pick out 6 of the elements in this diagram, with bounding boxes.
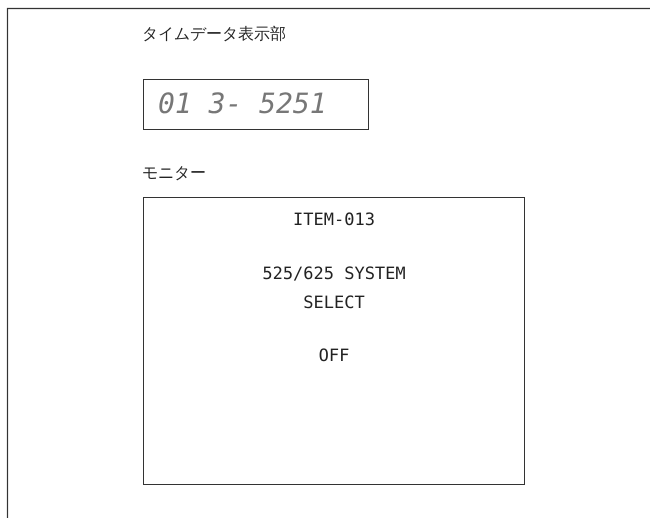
section-heading: モニター <box>142 163 206 184</box>
time-display: 01 3- 5251 <box>143 79 369 130</box>
section-heading: タイムデータ表示部 <box>142 24 286 45</box>
menu-text: ITEM-013 <box>292 209 376 232</box>
menu-text: OFF <box>318 345 350 368</box>
menu-text: 525/625 SYSTEM SELECT <box>261 263 407 315</box>
